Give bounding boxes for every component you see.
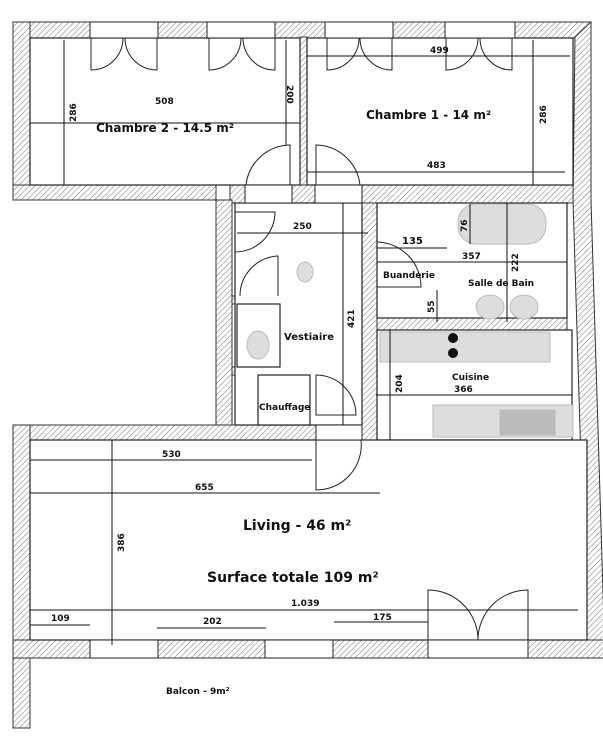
kitchen-counter — [379, 331, 551, 363]
stove-burner-icon — [448, 348, 458, 358]
label-salle-de-bain: Salle de Bain — [468, 279, 534, 289]
dim-cuisine-height: 204 — [395, 374, 405, 393]
dim-ch2-door: 200 — [284, 85, 294, 104]
sink-icon — [475, 294, 505, 320]
dim-sdb-height: 222 — [511, 253, 521, 272]
sink-icon — [509, 294, 539, 320]
dim-corridor-height: 421 — [347, 309, 357, 328]
label-buanderie: Buanderie — [383, 271, 435, 281]
label-cuisine: Cuisine — [452, 373, 489, 383]
label-chauffage: Chauffage — [259, 403, 310, 413]
dim-ch1-height: 286 — [539, 105, 549, 124]
label-surface-totale: Surface totale 109 m² — [207, 570, 379, 586]
dim-living-total: 1.039 — [291, 599, 319, 609]
fixtures — [246, 203, 574, 438]
dim-wall-175: 175 — [373, 613, 392, 623]
dim-ch2-width: 508 — [155, 97, 174, 107]
room-chambre-1 — [306, 37, 574, 186]
doors — [90, 37, 529, 641]
dim-cuisine-width: 366 — [454, 385, 473, 395]
sink-icon — [296, 261, 314, 283]
dim-wall-109: 109 — [51, 614, 70, 624]
dim-sdb-wall: 55 — [427, 300, 437, 313]
dim-living-height: 386 — [117, 533, 127, 552]
toilet-icon — [246, 330, 270, 360]
kitchen-sink-icon — [499, 409, 556, 436]
dimension-lines — [30, 40, 578, 645]
bathtub-icon — [457, 203, 547, 245]
label-chambre-2: Chambre 2 - 14.5 m² — [96, 121, 234, 135]
label-vestiaire: Vestiaire — [284, 332, 334, 343]
label-living: Living - 46 m² — [243, 518, 351, 534]
dim-ch1-top: 499 — [430, 46, 449, 56]
stove-burner-icon — [448, 333, 458, 343]
dim-ch2-height: 286 — [69, 103, 79, 122]
room-chauffage — [257, 374, 311, 426]
dim-ch1-bottom: 483 — [427, 161, 446, 171]
dim-buanderie-width: 135 — [402, 236, 423, 247]
label-chambre-1: Chambre 1 - 14 m² — [366, 108, 491, 122]
dim-living-530: 530 — [162, 450, 181, 460]
room-living — [29, 439, 588, 641]
dim-wall-202: 202 — [203, 617, 222, 627]
dim-bath-tub: 76 — [460, 219, 470, 232]
dim-living-655: 655 — [195, 483, 214, 493]
dim-sdb-width: 357 — [462, 252, 481, 262]
dim-corridor-width: 250 — [293, 222, 312, 232]
windows — [89, 21, 529, 659]
label-balcon: Balcon - 9m² — [166, 687, 230, 697]
